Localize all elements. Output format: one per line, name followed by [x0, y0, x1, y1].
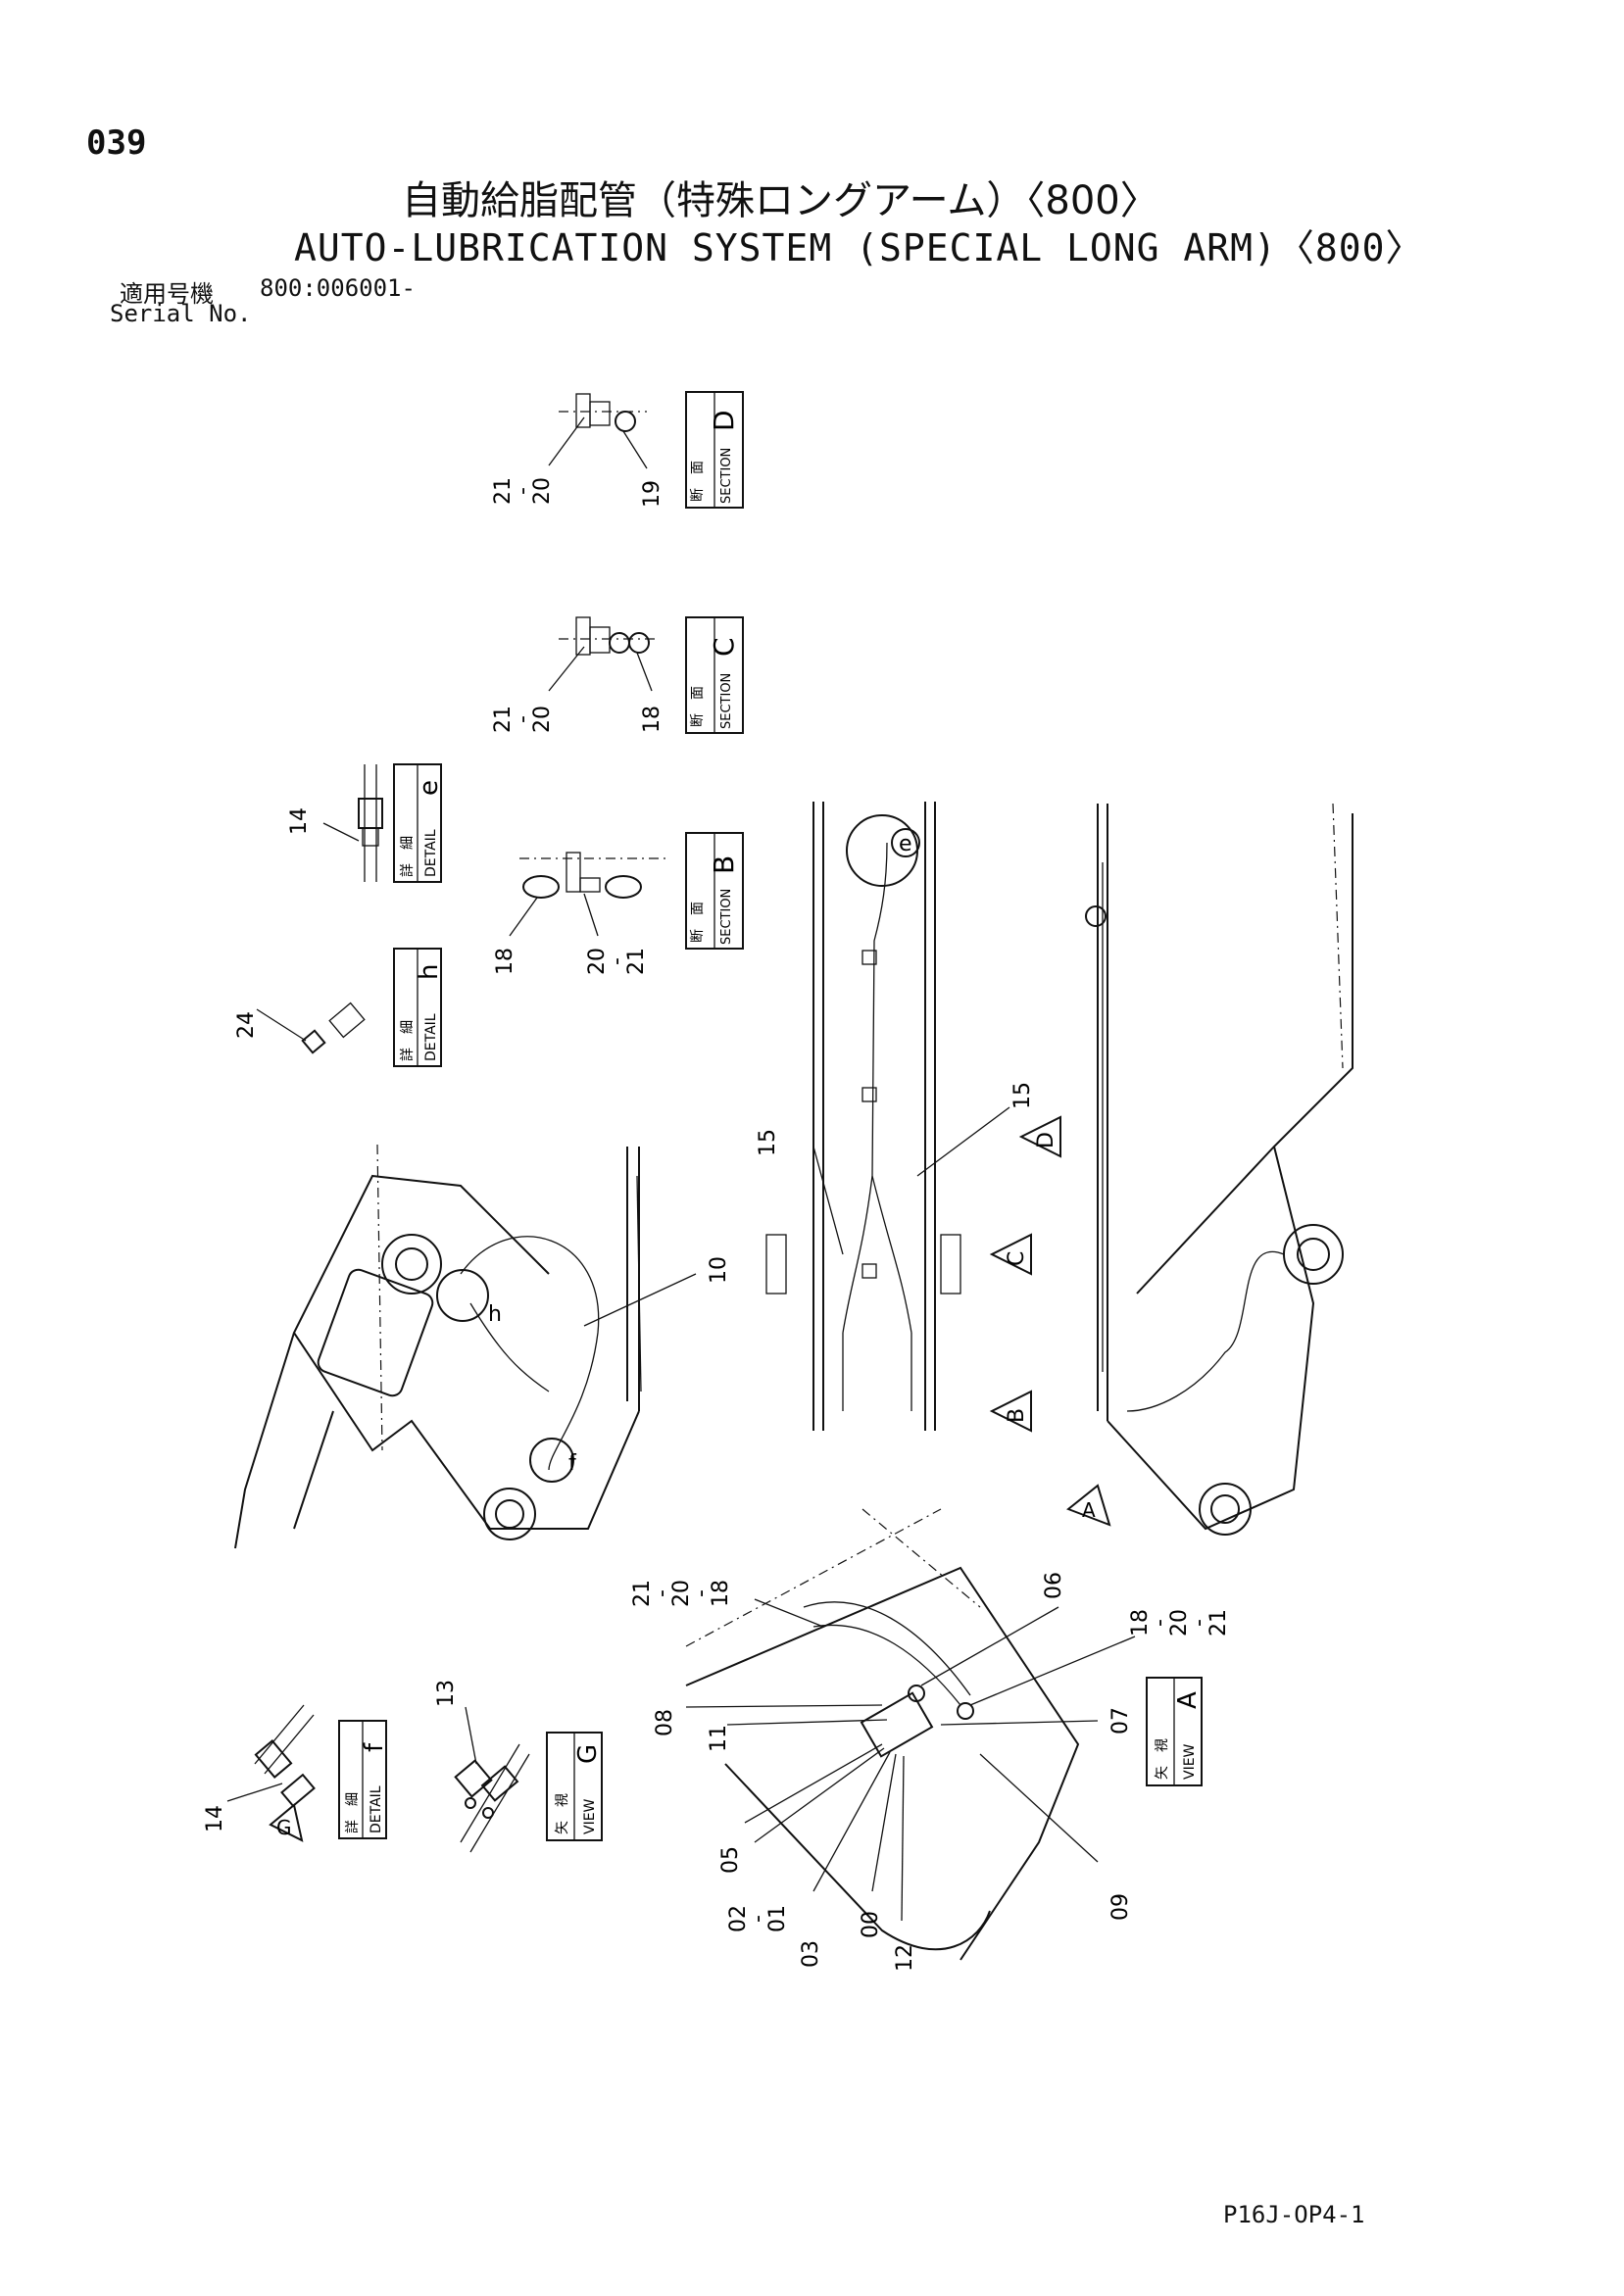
arrow-label: C — [1005, 1251, 1029, 1266]
detail-letter: f — [360, 1742, 389, 1752]
part-label: 20 — [585, 948, 610, 975]
view-g-figure: 13 矢 視 VIEW G — [434, 1680, 603, 1853]
part-label: 18 — [1128, 1609, 1153, 1637]
section-label-jp: 断 面 — [690, 686, 706, 727]
part-label: 21 — [630, 1580, 655, 1607]
view-letter: G — [573, 1744, 603, 1764]
serial-label-japanese: 適用号機 — [120, 280, 214, 308]
view-letter: A — [1173, 1691, 1203, 1709]
part-label: 09 — [1108, 1893, 1133, 1921]
detail-label-en: DETAIL — [369, 1785, 384, 1833]
serial-value: 800:006001- — [260, 274, 416, 302]
section-label-jp: 断 面 — [690, 461, 706, 502]
part-label: 14 — [203, 1805, 227, 1832]
circle-label: f — [568, 1451, 577, 1476]
detail-letter: h — [415, 964, 444, 980]
view-label-en: VIEW — [582, 1798, 598, 1834]
part-dash: - — [689, 1589, 714, 1597]
view-label-jp: 矢 視 — [1155, 1738, 1170, 1780]
part-label: 15 — [756, 1129, 780, 1156]
arrow-label: G — [276, 1816, 292, 1839]
detail-label-en: DETAIL — [423, 829, 439, 877]
section-letter: D — [708, 410, 740, 431]
section-b-figure: 18 20 - 21 断 面 SECTION B — [493, 832, 744, 975]
part-label: 15 — [1010, 1082, 1035, 1109]
section-label-en: SECTION — [719, 673, 734, 729]
detail-label-jp: 詳 細 — [345, 1792, 361, 1833]
part-label: 01 — [765, 1905, 790, 1932]
part-label: 20 — [530, 706, 555, 733]
detail-label-jp: 詳 細 — [400, 1020, 416, 1061]
part-label: 12 — [893, 1944, 917, 1972]
circle-label: e — [899, 832, 912, 856]
arm-right-view — [1085, 803, 1353, 1536]
part-dash: - — [511, 487, 535, 495]
section-label-en: SECTION — [719, 448, 734, 504]
part-dash: - — [511, 715, 535, 723]
detail-h-figure: 24 詳 細 DETAIL h — [234, 948, 444, 1067]
part-label: 14 — [287, 807, 312, 835]
arm-left-view: h f 10 — [234, 1144, 731, 1549]
part-label: 13 — [434, 1680, 459, 1707]
part-label: 21 — [491, 706, 516, 733]
part-label: 11 — [707, 1725, 731, 1752]
part-dash: - — [650, 1589, 674, 1597]
view-label-jp: 矢 視 — [555, 1793, 570, 1834]
part-label: 24 — [234, 1011, 259, 1039]
part-label: 06 — [1042, 1572, 1066, 1599]
arrow-label: B — [1005, 1408, 1029, 1423]
part-label: 07 — [1108, 1707, 1133, 1734]
section-label-jp: 断 面 — [690, 902, 706, 943]
part-label: 02 — [726, 1905, 751, 1932]
part-label: 21 — [624, 948, 649, 975]
part-label: 03 — [799, 1940, 823, 1968]
serial-label-english: Serial No. — [110, 300, 252, 327]
page-number: 039 — [86, 123, 147, 163]
section-d-figure: 21 - 20 19 断 面 SECTION D — [491, 391, 744, 509]
part-label: 21 — [1206, 1609, 1231, 1637]
title-english: AUTO-LUBRICATION SYSTEM (SPECIAL LONG AR… — [294, 226, 1424, 269]
direction-arrows: D C B A G — [269, 1115, 1111, 1842]
part-label: 20 — [530, 477, 555, 505]
part-label: 18 — [640, 706, 664, 733]
view-label-en: VIEW — [1182, 1743, 1198, 1780]
part-label: 21 — [491, 477, 516, 505]
detail-f-figure: 14 詳 細 DETAIL f — [203, 1704, 389, 1839]
arrow-label: D — [1034, 1132, 1058, 1148]
view-a-figure: 21 - 20 - 18 06 18 - 20 - 21 08 11 07 05… — [630, 1508, 1231, 1972]
part-label: 18 — [709, 1580, 733, 1607]
arm-center-view: e 15 15 — [756, 802, 1035, 1431]
section-letter: B — [708, 855, 740, 874]
part-label: 19 — [640, 480, 664, 508]
circle-label: h — [488, 1302, 502, 1327]
part-dash: - — [605, 957, 629, 965]
part-label: 10 — [707, 1256, 731, 1284]
part-label: 08 — [653, 1709, 677, 1736]
section-c-figure: 21 - 20 18 断 面 SECTION C — [491, 616, 744, 734]
section-label-en: SECTION — [719, 889, 734, 945]
detail-label-jp: 詳 細 — [400, 836, 416, 877]
title-japanese: 自動給脂配管（特殊ロングアーム）〈800〉 — [402, 178, 1159, 223]
part-dash: - — [746, 1915, 770, 1923]
detail-e-figure: 14 詳 細 DETAIL e — [287, 763, 444, 883]
part-label: 18 — [493, 948, 517, 975]
part-dash: - — [1148, 1619, 1172, 1627]
part-dash: - — [1187, 1619, 1211, 1627]
part-label: 00 — [859, 1911, 883, 1938]
detail-label-en: DETAIL — [423, 1013, 439, 1061]
part-label: 20 — [669, 1580, 694, 1607]
arrow-label: A — [1082, 1498, 1096, 1522]
part-label: 05 — [718, 1846, 743, 1874]
page-code: P16J-OP4-1 — [1223, 2201, 1365, 2228]
section-letter: C — [708, 637, 740, 657]
part-label: 20 — [1167, 1609, 1192, 1637]
detail-letter: e — [415, 780, 444, 796]
